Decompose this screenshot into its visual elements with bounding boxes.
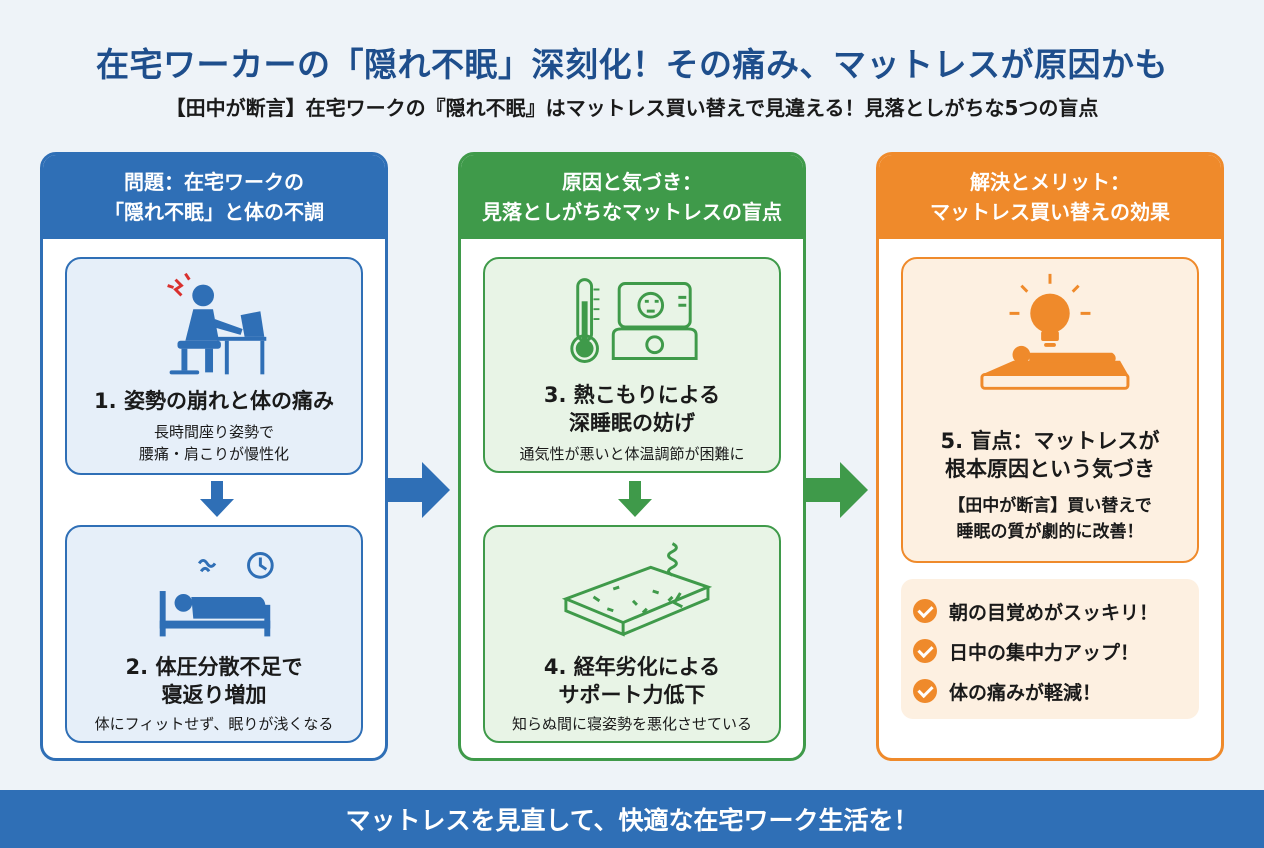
card-heat-text: 通気性が悪いと体温調節が困難に: [519, 445, 745, 463]
card-heat-retention: 3. 熱こもりによる 深睡眠の妨げ 通気性が悪いと体温調節が困難に: [483, 257, 781, 473]
checkmark-icon: [913, 639, 937, 663]
card-pressure-distribution: 2. 体圧分散不足で 寝返り増加 体にフィットせず、眠りが浅くなる: [65, 525, 363, 743]
heat-thermometer-icon: [570, 278, 698, 363]
problem-column-header: 問題：在宅ワークの 「隠れ不眠」と体の不調: [43, 155, 385, 239]
card-root-title-2: 根本原因という気づき: [945, 457, 1155, 481]
benefit-item: 朝の目覚めがスッキリ！: [901, 591, 1199, 631]
card-heat-title-2: 深睡眠の妨げ: [569, 411, 695, 435]
cause-column: 原因と気づき： 見落としがちなマットレスの盲点 3. 熱こもりによる 深睡眠の妨…: [458, 152, 806, 761]
benefit-item: 体の痛みが軽減！: [901, 671, 1199, 711]
problem-heading-line1: 問題：在宅ワークの: [124, 170, 304, 194]
cause-heading-line1: 原因と気づき：: [562, 170, 702, 194]
page-subtitle: 【田中が断言】在宅ワークの『隠れ不眠』はマットレス買い替えで見違える！見落としが…: [165, 96, 1099, 120]
checkmark-icon: [913, 599, 937, 623]
card-root-title-1: 5. 盲点：マットレスが: [940, 429, 1160, 453]
footer-banner: マットレスを見直して、快適な在宅ワーク生活を！: [0, 790, 1264, 848]
down-arrow-icon: [200, 481, 234, 517]
card-root-text-1: 【田中が断言】買い替えで: [948, 496, 1152, 516]
card-posture-pain-text-2: 腰痛・肩こりが慢性化: [138, 445, 289, 463]
desk-worker-pain-icon: [167, 272, 267, 375]
card-heat-title-1: 3. 熱こもりによる: [543, 383, 721, 407]
down-arrow-icon: [618, 481, 652, 517]
card-posture-pain-title: 1. 姿勢の崩れと体の痛み: [94, 389, 334, 413]
solution-heading-line2: マットレス買い替えの効果: [930, 200, 1170, 224]
problem-column: 問題：在宅ワークの 「隠れ不眠」と体の不調: [40, 152, 388, 761]
page-title: 在宅ワーカーの「隠れ不眠」深刻化！その痛み、マットレスが原因かも: [96, 45, 1168, 84]
lightbulb-sleep-icon: [980, 273, 1130, 390]
benefit-label: 朝の目覚めがスッキリ！: [949, 601, 1159, 624]
card-aging-title-1: 4. 経年劣化による: [543, 655, 721, 679]
card-aging-title-2: サポート力低下: [558, 683, 706, 707]
card-aging-text: 知らぬ間に寝姿勢を悪化させている: [511, 715, 752, 733]
card-pressure-text: 体にフィットせず、眠りが浅くなる: [94, 715, 334, 733]
card-posture-pain: 1. 姿勢の崩れと体の痛み 長時間座り姿勢で 腰痛・肩こりが慢性化: [65, 257, 363, 475]
benefit-item: 日中の集中力アップ！: [901, 631, 1199, 671]
benefit-label: 日中の集中力アップ！: [949, 641, 1140, 664]
right-arrow-icon: [806, 462, 868, 518]
cause-heading-line2: 見落としがちなマットレスの盲点: [482, 200, 782, 224]
benefit-label: 体の痛みが軽減！: [949, 681, 1102, 704]
benefits-list: 朝の目覚めがスッキリ！ 日中の集中力アップ！ 体の痛みが軽減！: [901, 579, 1199, 719]
card-root-cause: 5. 盲点：マットレスが 根本原因という気づき 【田中が断言】買い替えで 睡眠の…: [901, 257, 1199, 563]
checkmark-icon: [913, 679, 937, 703]
restless-sleep-icon: [159, 552, 274, 637]
worn-mattress-icon: [561, 542, 713, 637]
card-posture-pain-text-1: 長時間座り姿勢で: [153, 423, 274, 441]
card-pressure-title-2: 寝返り増加: [161, 683, 267, 707]
problem-heading-line2: 「隠れ不眠」と体の不調: [104, 200, 324, 224]
solution-column-header: 解決とメリット： マットレス買い替えの効果: [879, 155, 1221, 239]
solution-column: 解決とメリット： マットレス買い替えの効果 5. 盲点：マットレスが 根本原因と…: [876, 152, 1224, 761]
cause-column-header: 原因と気づき： 見落としがちなマットレスの盲点: [461, 155, 803, 239]
right-arrow-icon: [388, 462, 450, 518]
card-aging-mattress: 4. 経年劣化による サポート力低下 知らぬ間に寝姿勢を悪化させている: [483, 525, 781, 743]
card-root-text-2: 睡眠の質が劇的に改善！: [956, 522, 1144, 542]
solution-heading-line1: 解決とメリット：: [970, 170, 1130, 194]
card-pressure-title-1: 2. 体圧分散不足で: [125, 655, 303, 679]
